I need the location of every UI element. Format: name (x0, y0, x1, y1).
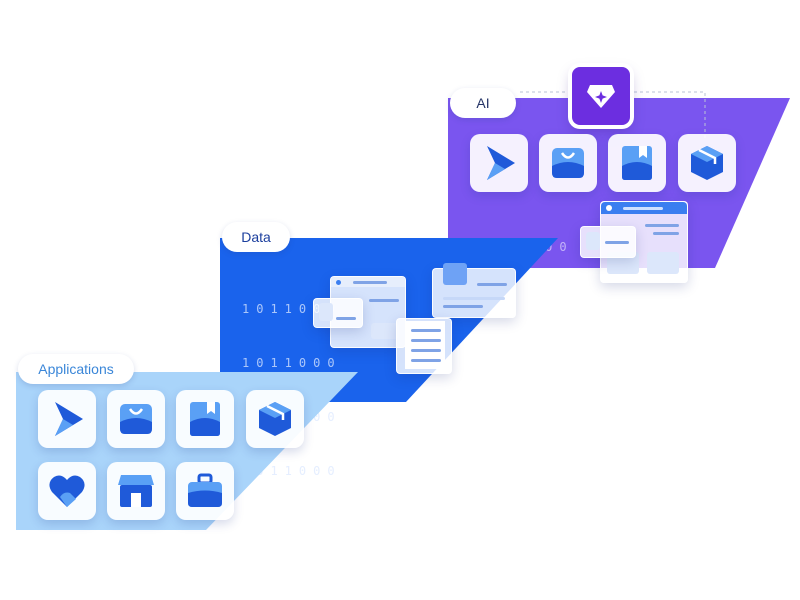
applications-layer-label[interactable]: Applications (18, 354, 134, 384)
play-arrow-icon (487, 146, 515, 180)
package-box-icon (691, 146, 723, 180)
heart-hands-icon (49, 475, 85, 507)
sparkle-gem-icon (587, 85, 615, 108)
data-doc-card[interactable] (396, 318, 452, 374)
ai-badge[interactable] (572, 67, 630, 125)
app-heart-tile[interactable] (38, 462, 96, 520)
book-icon (190, 402, 220, 436)
app-bag-tile[interactable] (107, 390, 165, 448)
ai-play-tile[interactable] (470, 134, 528, 192)
ai-bag-tile[interactable] (539, 134, 597, 192)
app-box-tile[interactable] (246, 390, 304, 448)
data-window-card[interactable] (330, 276, 406, 348)
ai-label-text: AI (476, 95, 490, 111)
data-label-text: Data (241, 229, 271, 245)
data-binary-row: 1011000 (242, 356, 342, 370)
data-note-card[interactable] (313, 298, 363, 328)
ai-note-card[interactable] (580, 226, 636, 258)
data-layer-label[interactable]: Data (222, 222, 290, 252)
ai-binary-row: 1011000 (474, 348, 574, 362)
ai-book-tile[interactable] (608, 134, 666, 192)
book-icon (622, 146, 652, 180)
ai-layer-label[interactable]: AI (450, 88, 516, 118)
app-store-tile[interactable] (107, 462, 165, 520)
data-profile-card[interactable] (432, 263, 516, 318)
shopping-bag-icon (120, 404, 152, 434)
play-arrow-icon (55, 402, 83, 436)
shopping-bag-icon (552, 148, 584, 178)
app-briefcase-tile[interactable] (176, 462, 234, 520)
storefront-icon (118, 475, 154, 507)
applications-label-text: Applications (38, 361, 114, 377)
data-binary-row: 1011000 (242, 302, 342, 316)
package-box-icon (259, 402, 291, 436)
ai-box-tile[interactable] (678, 134, 736, 192)
app-book-tile[interactable] (176, 390, 234, 448)
app-play-tile[interactable] (38, 390, 96, 448)
briefcase-icon (188, 473, 222, 507)
